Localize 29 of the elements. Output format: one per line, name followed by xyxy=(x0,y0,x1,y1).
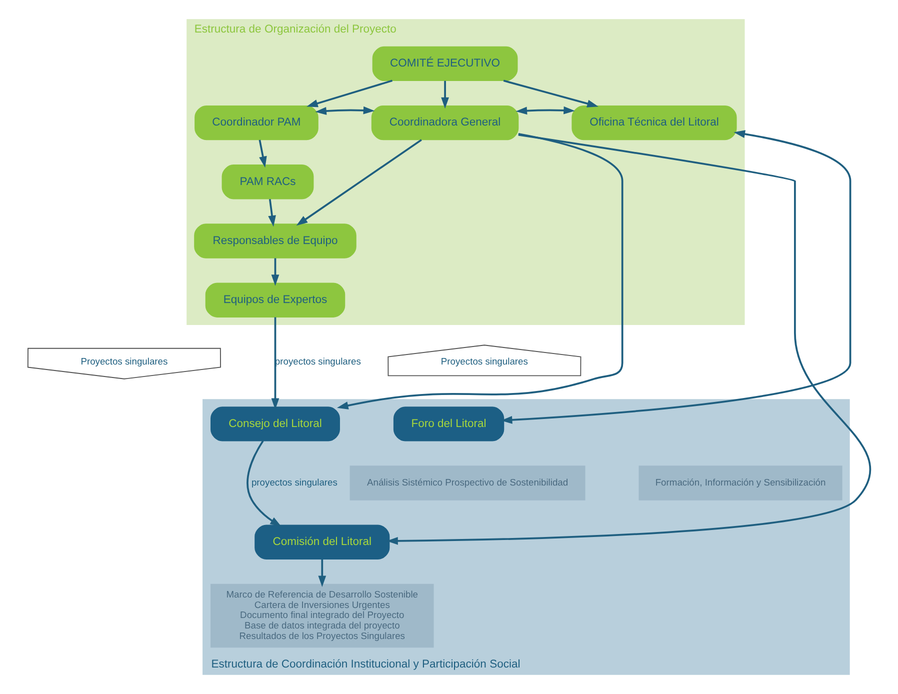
arrow xyxy=(336,132,624,410)
node-box: Formación, Información y Sensibilización xyxy=(638,466,842,500)
node-box: COMITÉ EJECUTIVO xyxy=(372,46,518,82)
arrow xyxy=(441,80,449,109)
node-box: Marco de Referencia de Desarrollo Sostenible Cartera de Inversiones Urgentes Documento final integrado del Proyecto Base de datos integrada del proyecto Resultados de los Proyectos Singulares xyxy=(210,584,434,648)
edge-label: proyectos singulares xyxy=(251,477,338,488)
node-box: Responsables de Equipo xyxy=(194,224,356,258)
arrow xyxy=(306,80,393,108)
arrow xyxy=(318,559,326,588)
edge-label: proyectos singulares xyxy=(274,356,361,366)
node-box: PAM RACs xyxy=(222,164,314,200)
arrow xyxy=(246,440,282,527)
node-box: Comisión del Litoral xyxy=(254,524,390,560)
arrow xyxy=(386,134,871,545)
node-box: Oficina Técnica del Litoral xyxy=(572,105,737,140)
node-box: Coordinadora General xyxy=(371,105,519,140)
arrow xyxy=(271,317,280,410)
arrow xyxy=(271,258,280,286)
node-box: Coordinador PAM xyxy=(194,105,318,140)
arrow xyxy=(315,106,375,115)
arrow xyxy=(296,139,422,226)
arrow xyxy=(258,140,267,168)
arrow xyxy=(516,106,575,115)
arrow xyxy=(268,198,276,227)
node-box: Consejo del Litoral xyxy=(210,406,340,442)
node-box: Análisis Sistémico Prospectivo de Sostenibilidad xyxy=(350,466,586,500)
node-box: Equipos de Expertos xyxy=(205,282,346,318)
arrow xyxy=(503,80,598,108)
node-box: Foro del Litoral xyxy=(393,406,504,442)
